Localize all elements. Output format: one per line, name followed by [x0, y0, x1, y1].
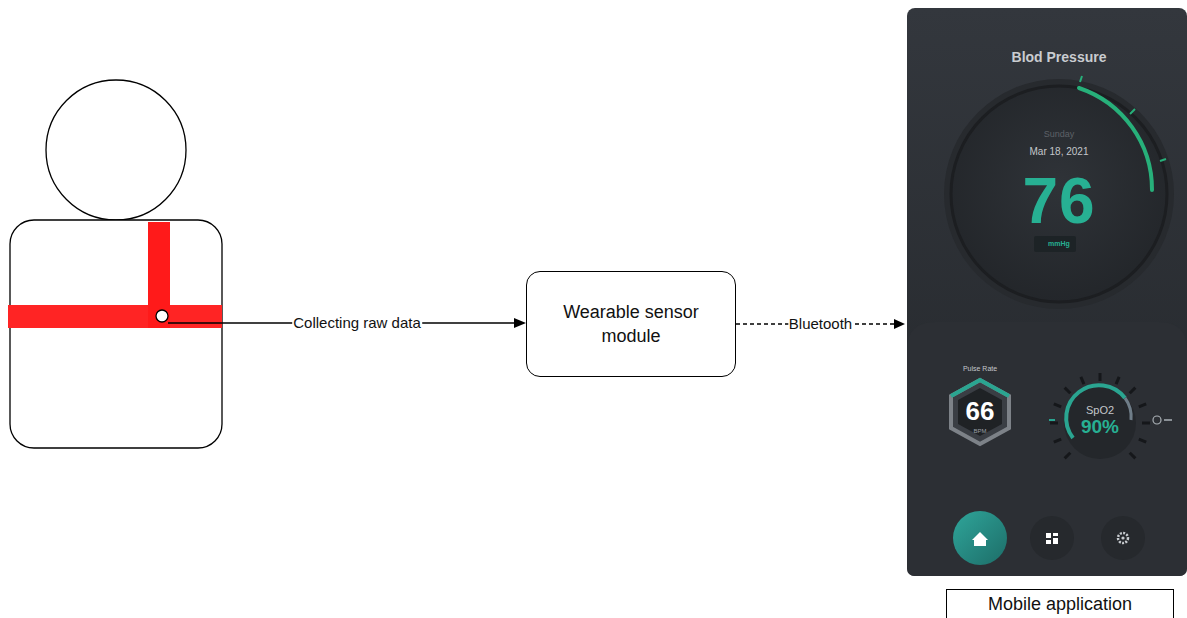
screen-title: Blod Pressure [1012, 50, 1107, 65]
unit-text: mmHg [1048, 240, 1070, 248]
box-label: Wearable sensor module [541, 300, 721, 349]
pulse-value: 66 [966, 397, 995, 426]
metric-title: Pulse Rate [963, 365, 997, 373]
metric-title: SpO2 [1086, 404, 1114, 416]
box-label: Mobile application [988, 594, 1132, 615]
process-box: Wearable sensor module [526, 271, 736, 377]
phone-screen [907, 8, 1187, 576]
day-text: Sunday [1044, 130, 1075, 140]
pressure-value: 76 [1022, 166, 1095, 236]
flow-label: Collecting raw data [292, 314, 422, 332]
person-figure [8, 80, 222, 448]
spo2-value: 90% [1081, 417, 1119, 438]
phone-screen: Blod PressureSundayMar 18, 2021 76 mmHgPul… [907, 8, 1187, 576]
edge-label: Bluetooth [788, 315, 853, 333]
caption-box: Mobile application [946, 589, 1174, 618]
unit-text: BPM [973, 428, 986, 435]
date-text: Mar 18, 2021 [1030, 146, 1089, 157]
